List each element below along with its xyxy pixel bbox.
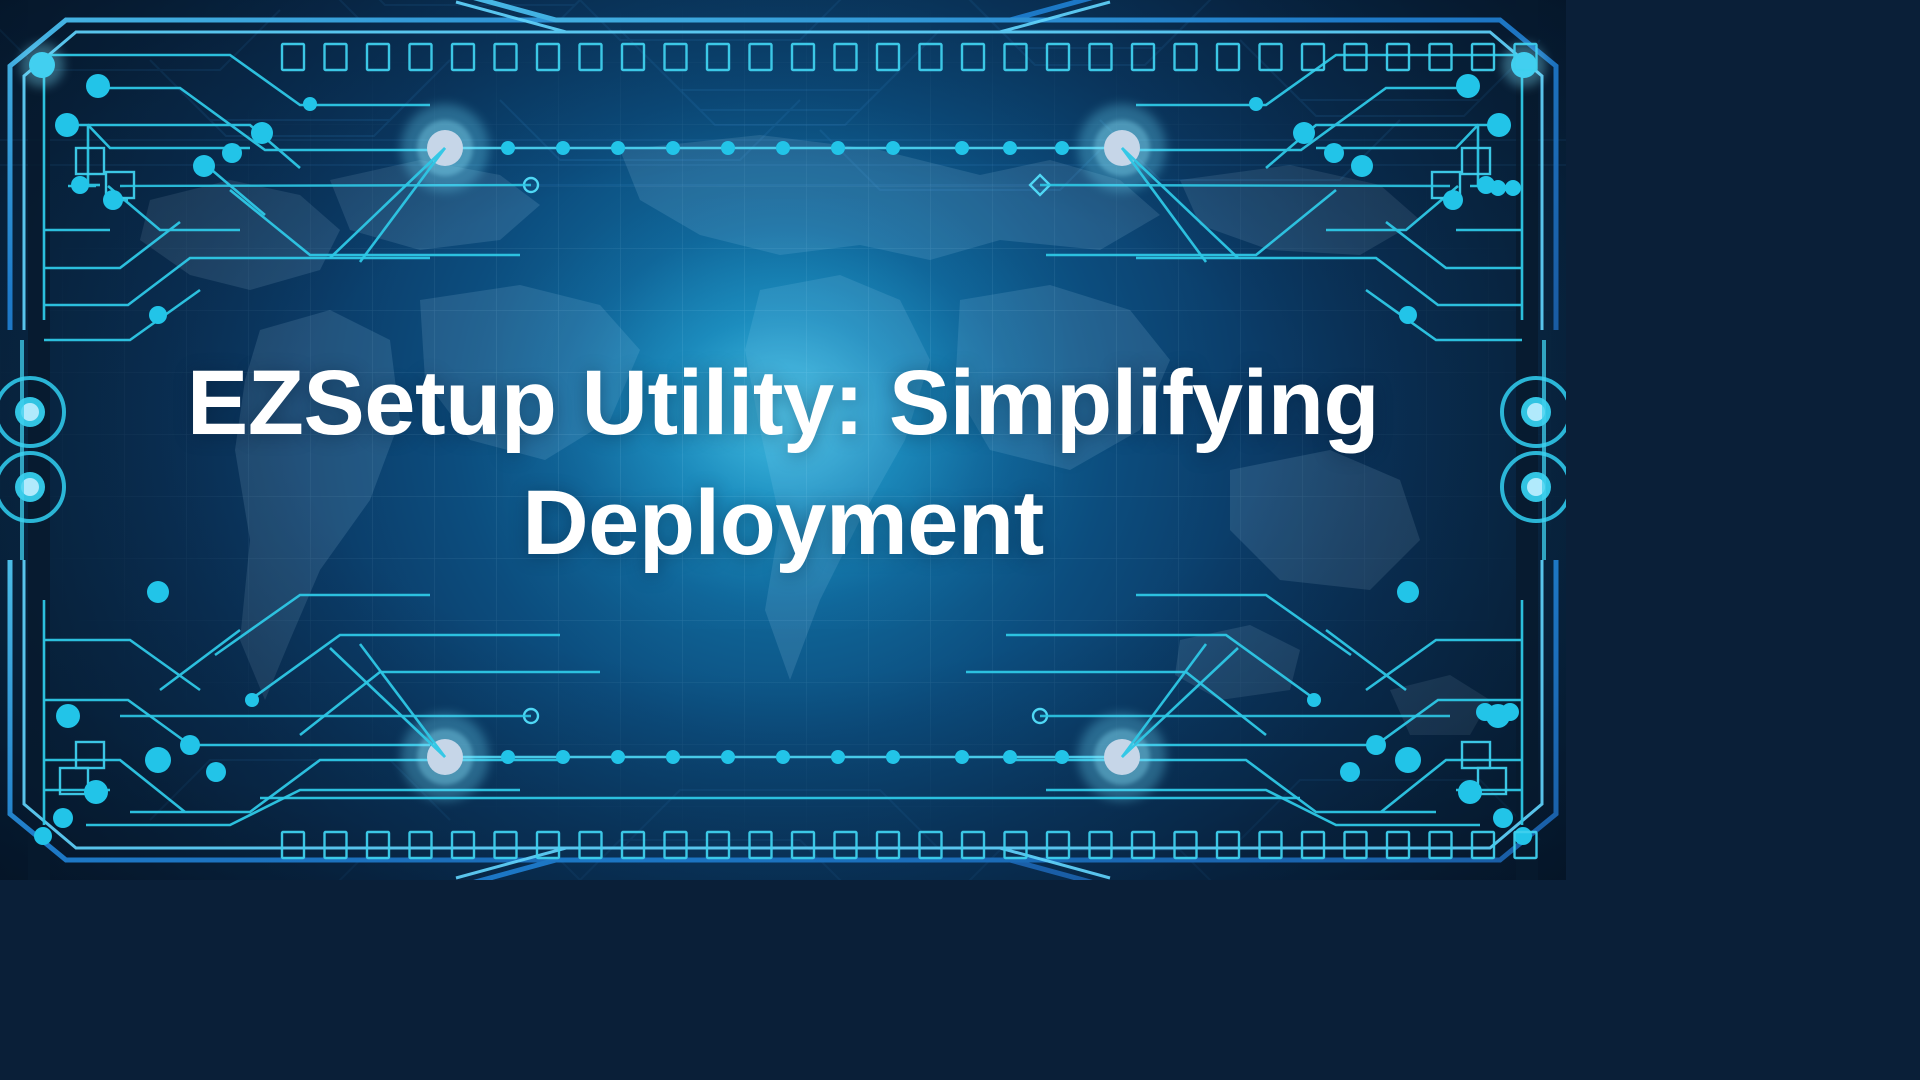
decor-square: [833, 42, 858, 72]
decor-square: [1258, 42, 1283, 72]
title-slide: EZSetup Utility: Simplifying Deployment: [0, 0, 1566, 880]
edge-ring-port-right: [1500, 340, 1566, 560]
edge-ring-port-left: [0, 340, 66, 560]
decor-square: [408, 830, 433, 860]
decor-square: [280, 42, 306, 72]
decor-square: [1003, 42, 1028, 72]
decor-square: [1343, 830, 1368, 860]
decor-square: [1470, 42, 1496, 72]
decor-square: [1470, 830, 1496, 860]
decor-square: [578, 42, 603, 72]
decor-square: [535, 830, 561, 860]
decor-square: [1385, 42, 1411, 72]
decor-square: [663, 42, 688, 72]
circuit-traces-top-left: [42, 53, 520, 342]
square-row-bottom: [280, 830, 1538, 860]
decor-square: [1003, 830, 1028, 860]
decor-square: [790, 830, 816, 860]
title-line-1: EZSetup Utility: Simplifying: [186, 352, 1380, 454]
decor-square: [1088, 830, 1113, 860]
decor-square: [323, 42, 348, 72]
decor-square: [450, 42, 476, 72]
title-block: EZSetup Utility: Simplifying Deployment: [0, 344, 1566, 583]
square-row-top: [280, 42, 1538, 72]
decor-square: [1258, 830, 1283, 860]
decor-square: [1088, 42, 1113, 72]
decor-square: [875, 830, 901, 860]
decor-square: [450, 830, 476, 860]
decor-square: [1385, 830, 1411, 860]
decor-square: [323, 830, 348, 860]
diamond-marker-top-right: [1028, 173, 1052, 197]
circuit-squares-bottom-right: [1460, 740, 1508, 796]
circuit-nodes-top-left: [29, 52, 317, 324]
decor-square: [620, 830, 646, 860]
decor-square: [875, 42, 901, 72]
decor-square: [833, 830, 858, 860]
decor-square: [960, 42, 986, 72]
decor-square: [1300, 830, 1326, 860]
decor-square: [918, 42, 943, 72]
decor-square: [1513, 830, 1538, 860]
circuit-traces-bottom-right: [966, 593, 1524, 827]
decor-square: [620, 42, 646, 72]
circuit-squares-bottom-left: [58, 740, 106, 796]
decor-square: [1428, 42, 1453, 72]
decor-square: [1173, 42, 1198, 72]
page-title: EZSetup Utility: Simplifying Deployment: [80, 344, 1486, 583]
decor-square: [280, 830, 306, 860]
circuit-traces-bottom-left: [42, 593, 600, 827]
decor-square: [790, 42, 816, 72]
decor-square: [1300, 42, 1326, 72]
decor-square: [1173, 830, 1198, 860]
decor-square: [1130, 42, 1156, 72]
decor-square: [1513, 42, 1538, 72]
decor-square: [1045, 830, 1071, 860]
dotted-bus-bottom: [120, 707, 1450, 764]
decor-square: [1428, 830, 1453, 860]
decor-square: [365, 830, 391, 860]
decor-square: [918, 830, 943, 860]
title-line-2: Deployment: [522, 471, 1044, 574]
decor-square: [1130, 830, 1156, 860]
decor-square: [705, 830, 731, 860]
decor-square: [705, 42, 731, 72]
decor-square: [1215, 42, 1241, 72]
decor-square: [748, 42, 773, 72]
circuit-nodes-bottom-right: [1307, 581, 1532, 845]
decor-square: [365, 42, 391, 72]
decor-square: [1045, 42, 1071, 72]
decor-square: [748, 830, 773, 860]
circuit-nodes-bottom-left: [34, 581, 259, 845]
decor-square: [408, 42, 433, 72]
frame-and-circuitry: [0, 0, 1566, 880]
decor-square: [1215, 830, 1241, 860]
decor-square: [1343, 42, 1368, 72]
decor-square: [663, 830, 688, 860]
decor-square: [578, 830, 603, 860]
decor-square: [493, 830, 518, 860]
decor-square: [960, 830, 986, 860]
circuit-nodes-top-right: [1249, 52, 1537, 324]
decor-square: [493, 42, 518, 72]
decor-square: [535, 42, 561, 72]
